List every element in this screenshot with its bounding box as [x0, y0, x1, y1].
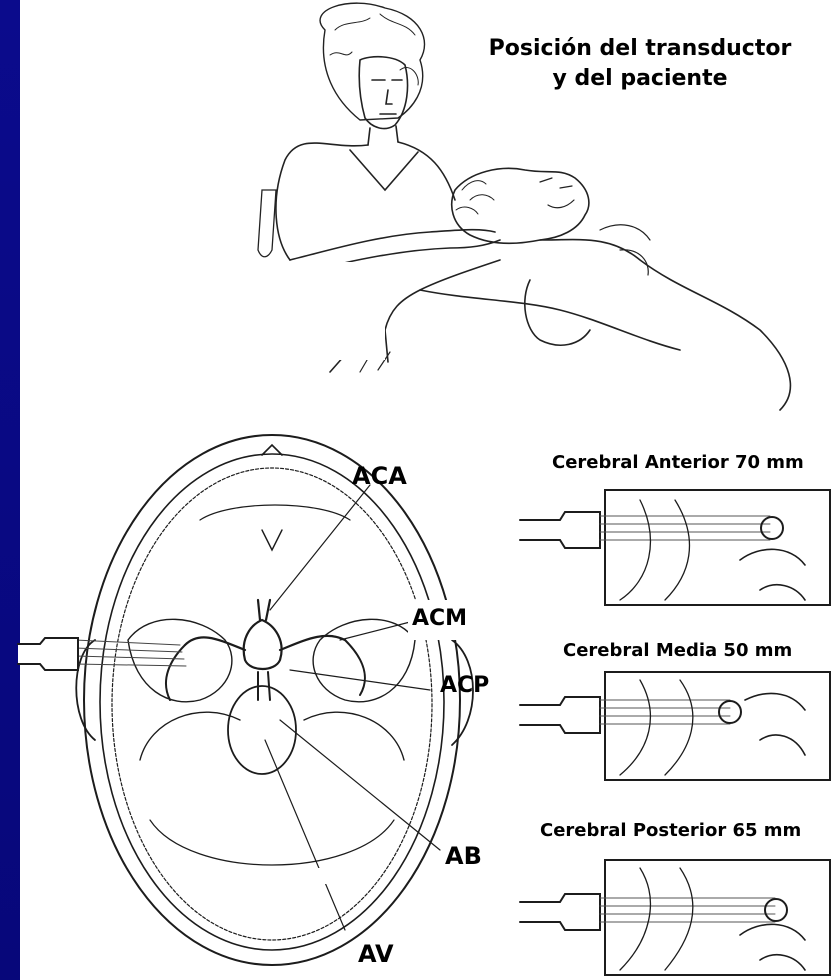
label-av: AV	[358, 940, 394, 968]
figure-title: Posición del transductor y del paciente	[470, 34, 810, 94]
skull-axial-diagram	[18, 435, 473, 965]
caption-posterior: Cerebral Posterior 65 mm	[540, 820, 801, 841]
inset-anterior	[520, 490, 830, 605]
image-mask	[280, 262, 385, 360]
caption-media: Cerebral Media 50 mm	[563, 640, 792, 661]
inset-diagrams	[520, 490, 830, 975]
inset-media	[520, 672, 830, 780]
title-line-2: y del paciente	[470, 64, 810, 94]
label-acm: ACM	[412, 606, 467, 631]
inset-posterior	[520, 860, 830, 975]
label-aca: ACA	[352, 462, 407, 490]
label-ab: AB	[445, 842, 482, 870]
label-acp: ACP	[440, 673, 489, 698]
title-line-1: Posición del transductor	[470, 34, 810, 64]
caption-anterior: Cerebral Anterior 70 mm	[552, 452, 804, 473]
